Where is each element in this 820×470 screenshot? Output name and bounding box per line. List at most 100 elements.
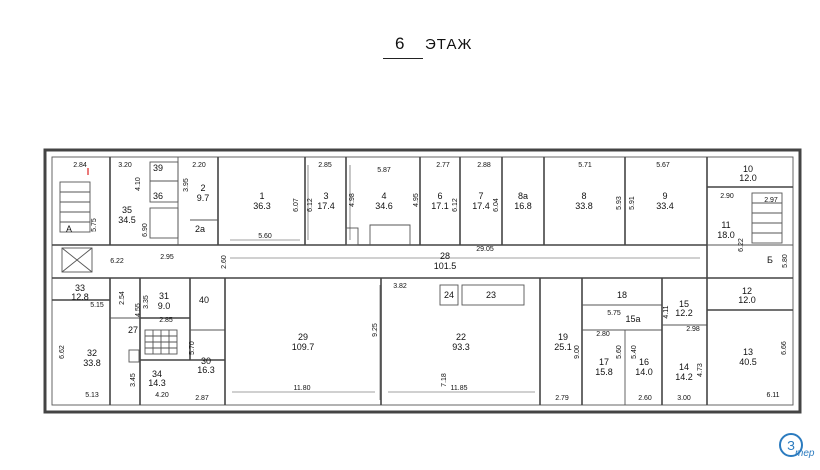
- dimension: 6.12: [307, 198, 314, 212]
- dimension: 2.20: [192, 162, 206, 169]
- dimension: 4.10: [135, 177, 142, 191]
- dimension: 3.35: [143, 295, 150, 309]
- room-15-number: 15: [679, 299, 689, 309]
- exterior-walls: [43, 148, 802, 414]
- dimension: 3.20: [118, 162, 132, 169]
- room-16-number: 16: [639, 357, 649, 367]
- dimension: 2.60: [638, 395, 652, 402]
- dimension: 2.90: [720, 193, 734, 200]
- dimension: 5.60: [616, 345, 623, 359]
- room-9-area: 33.4: [656, 201, 674, 211]
- dimension: 5.40: [631, 345, 638, 359]
- dimension: 9.00: [574, 345, 581, 359]
- dimension: 5.13: [85, 392, 99, 399]
- room-17-area: 15.8: [595, 367, 613, 377]
- dimension: 6.12: [452, 198, 459, 212]
- dimension: 7.18: [441, 373, 448, 387]
- room-10-area: 12.0: [739, 173, 757, 183]
- room-19-area: 25.1: [554, 342, 572, 352]
- dimension: 3.00: [677, 395, 691, 402]
- dimension: 2.98: [686, 326, 700, 333]
- stair-a-label: А: [66, 224, 72, 234]
- room-2a-number: 2a: [195, 224, 205, 234]
- room-8a-area: 16.8: [514, 201, 532, 211]
- dimension: 4.73: [697, 363, 704, 377]
- dimension: 4.98: [349, 193, 356, 207]
- dimension: 2.95: [160, 254, 174, 261]
- dimension: 5.15: [90, 302, 104, 309]
- room-13-number: 13: [743, 347, 753, 357]
- room-11-area: 18.0: [717, 230, 735, 240]
- dimension-lines: [230, 165, 700, 400]
- dimension: 4.55: [135, 303, 142, 317]
- dimension: 6.11: [766, 392, 779, 399]
- dimension: 11.85: [451, 385, 468, 392]
- room-33-number: 33: [75, 283, 85, 293]
- dimension: 2.54: [119, 291, 126, 305]
- dimension: 6.07: [293, 198, 300, 212]
- dimension: 6.22: [738, 238, 745, 252]
- room-4-number: 4: [381, 191, 386, 201]
- dimension: 2.97: [764, 197, 778, 204]
- dimension: 2.85: [159, 317, 173, 324]
- room-14-number: 14: [679, 362, 689, 372]
- dimension: 5.60: [258, 233, 272, 240]
- dimension: 5.75: [91, 218, 98, 232]
- room-2-area: 9.7: [197, 193, 210, 203]
- room-34-area: 14.3: [148, 378, 166, 388]
- dimension: 4.20: [155, 392, 169, 399]
- room-35-area: 34.5: [118, 215, 136, 225]
- dimension: 2.80: [596, 331, 610, 338]
- dimension: 6.90: [142, 223, 149, 237]
- room-6-area: 17.1: [431, 201, 449, 211]
- room-23-number: 23: [486, 290, 496, 300]
- dimension: 4.95: [413, 193, 420, 207]
- room-40-number: 40: [199, 295, 209, 305]
- watermark-text: тер: [795, 448, 815, 459]
- watermark-logo: З: [779, 433, 803, 457]
- dimension: 5.67: [656, 162, 670, 169]
- dimension: 6.66: [781, 341, 788, 355]
- room-7-number: 7: [478, 191, 483, 201]
- room-13-area: 40.5: [739, 357, 757, 367]
- dimension: 5.93: [616, 196, 623, 210]
- room-27-number: 27: [128, 325, 138, 335]
- dimension: 11.80: [294, 385, 311, 392]
- dimension: 2.77: [436, 162, 450, 169]
- room-15a-number: 15a: [625, 314, 640, 324]
- floor-title: ЭТАЖ: [425, 36, 473, 53]
- room-35-number: 35: [122, 205, 132, 215]
- dimension: 4.11: [663, 305, 670, 318]
- room-18-number: 18: [617, 290, 627, 300]
- dimension: 6.04: [493, 198, 500, 212]
- dimension-labels: 2.84 3.20 2.20 2.85 5.87 2.77 2.88 5.71 …: [59, 162, 789, 402]
- dimension: 3.45: [130, 373, 137, 387]
- room-15-area: 12.2: [675, 308, 693, 318]
- dimension: 3.82: [393, 283, 407, 290]
- room-31-number: 31: [159, 291, 169, 301]
- room-9-number: 9: [662, 191, 667, 201]
- room-39-number: 39: [153, 163, 163, 173]
- dimension: 2.88: [477, 162, 491, 169]
- room-7-area: 17.4: [472, 201, 490, 211]
- room-8-area: 33.8: [575, 201, 593, 211]
- room-4-area: 34.6: [375, 201, 393, 211]
- room-10-number: 10: [743, 164, 753, 174]
- room-12-area: 12.0: [738, 295, 756, 305]
- room-labels: 1 36.3 2 9.7 2a 3 17.4 4 34.6 6 17.1 7 1…: [66, 163, 773, 388]
- room-11-number: 11: [721, 220, 730, 230]
- dimension: 9.25: [372, 323, 379, 337]
- dimension: 6.62: [59, 345, 66, 359]
- room-3-number: 3: [323, 191, 328, 201]
- floor-number-underline: [383, 58, 423, 59]
- floor-number: 6: [395, 34, 405, 53]
- room-17-number: 17: [599, 357, 609, 367]
- dimension: 5.91: [629, 196, 636, 210]
- room-29-number: 29: [298, 332, 308, 342]
- dimension: 6.22: [110, 258, 124, 265]
- dimension: 29.05: [476, 246, 494, 253]
- dimension: 5.70: [189, 341, 196, 355]
- dimension: 5.71: [578, 162, 592, 169]
- room-12-number: 12: [742, 286, 752, 296]
- room-8a-number: 8a: [518, 191, 528, 201]
